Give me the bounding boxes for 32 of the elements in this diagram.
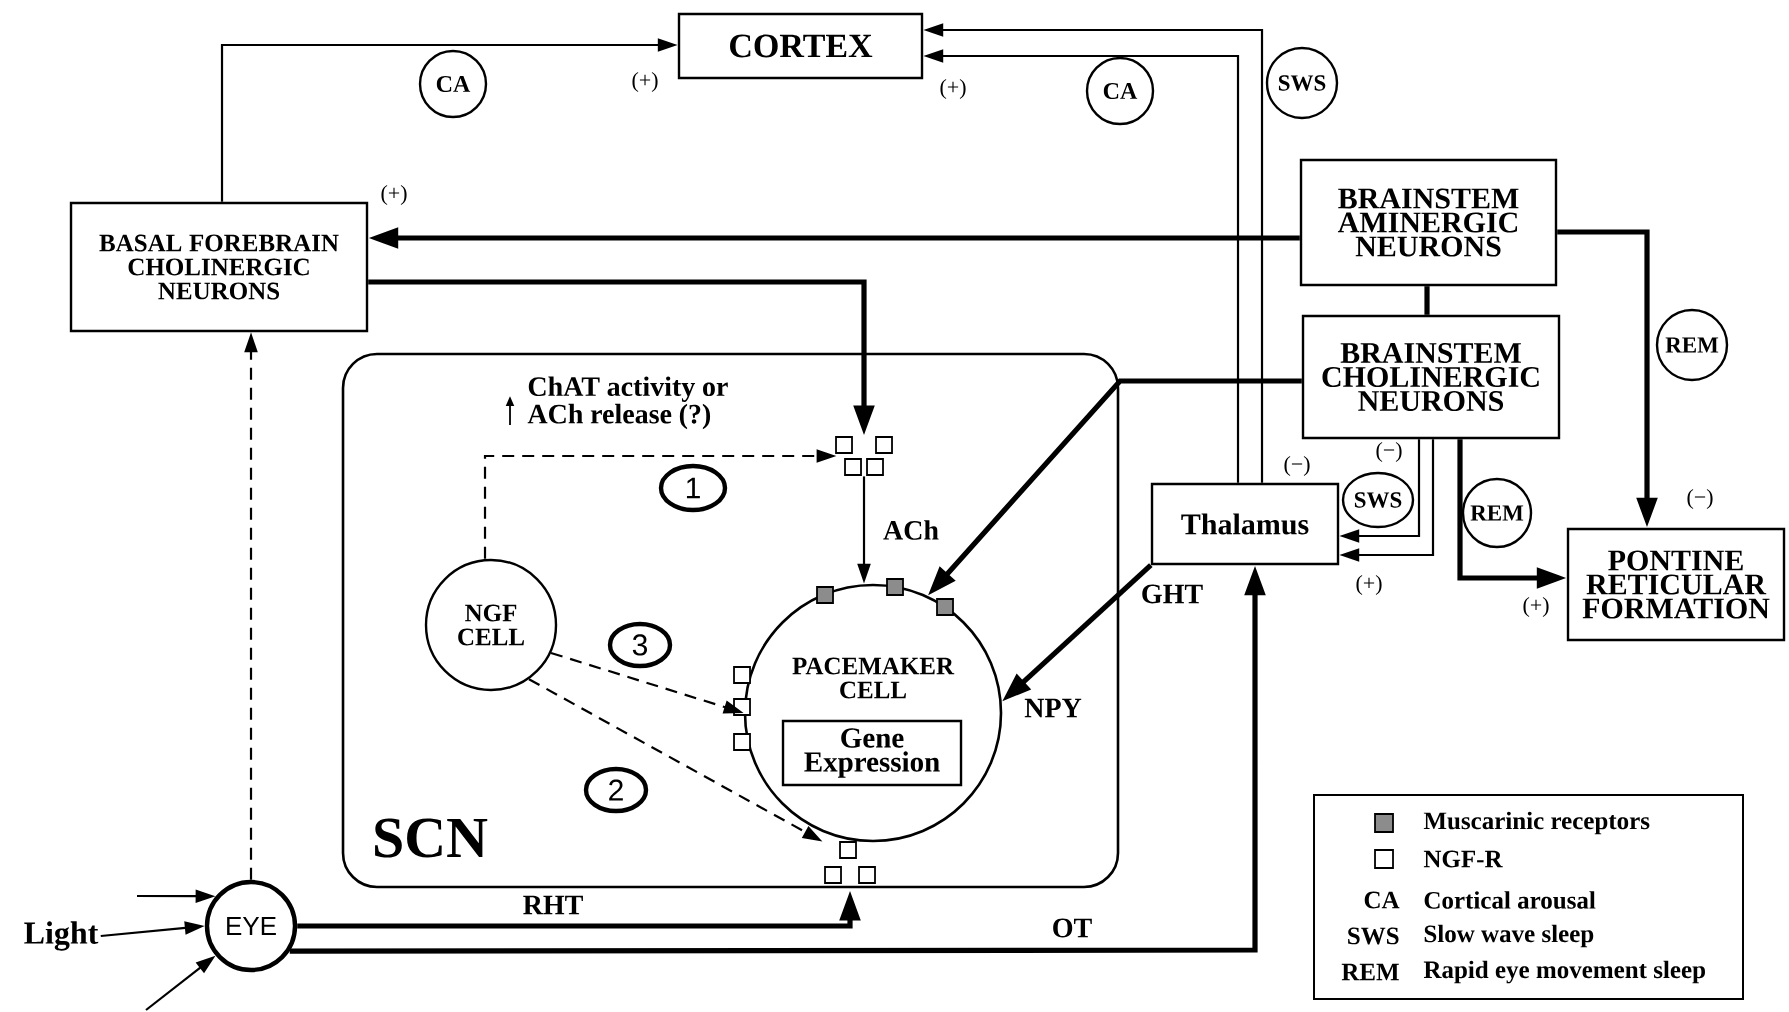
brain-region-box: BRAINSTEM CHOLINERGIC NEURONS [1301,314,1561,440]
brain-region-box: CORTEX [677,12,924,80]
brain-region-box: PONTINE RETICULAR FORMATION [1566,527,1786,642]
abbreviation-definition: Rapid eye movement sleep [1423,960,1705,984]
note-text: ChAT activity or ACh release (?) [527,376,728,430]
process-box: Gene Expression [781,719,963,787]
sign-label: (+) [632,72,658,92]
light-label: Light [24,921,99,951]
sign-label: (+) [940,79,966,99]
receptor-cluster [835,436,893,476]
receptor-cluster [824,841,876,884]
sign-label: (−) [1687,489,1713,509]
edge-label: ACh [881,518,941,542]
legend-abbreviation: CA [1364,891,1400,909]
sign-label: (+) [1356,575,1382,595]
abbreviation-definition: Cortical arousal [1424,891,1596,909]
legend-label: NGF-R [1423,850,1503,868]
sign-label: (+) [381,185,407,205]
sign-label: (−) [1284,456,1310,476]
connector-line [1424,286,1430,315]
edge-label: GHT [1138,582,1206,606]
abbreviation-definition: Slow wave sleep [1424,924,1594,948]
brain-region-box: BASAL FOREBRAIN CHOLINERGIC NEURONS [69,201,369,333]
sign-label: (+) [1523,597,1549,617]
sign-label: (−) [1376,442,1402,462]
edge-label: OT [1049,916,1095,940]
brain-region-box: BRAINSTEM AMINERGIC NEURONS [1299,158,1558,287]
signal-label: NPY [1024,698,1082,718]
edge-label: RHT [520,893,586,917]
legend-label: Muscarinic receptors [1423,811,1650,835]
legend-abbreviation: REM [1341,963,1399,981]
legend-abbreviation: SWS [1348,927,1399,945]
